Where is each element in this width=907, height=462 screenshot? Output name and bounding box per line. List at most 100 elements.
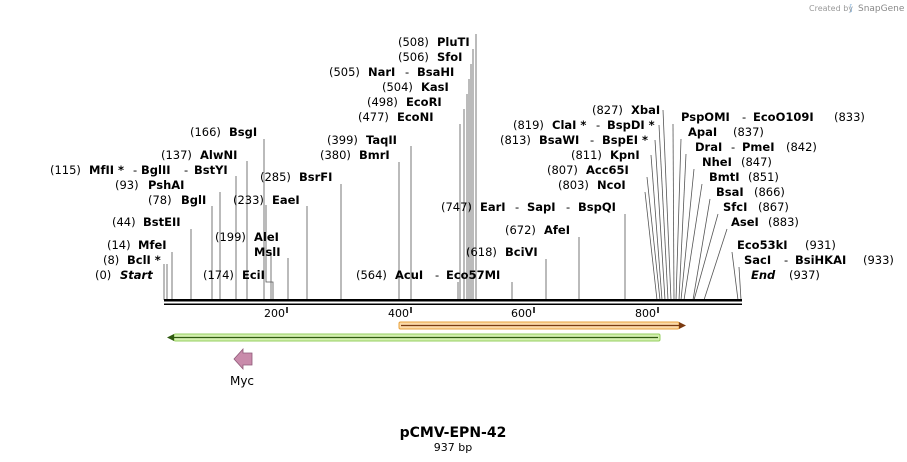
svg-text:Eco53kI: Eco53kI <box>737 238 788 252</box>
svg-text:AleI: AleI <box>254 230 279 244</box>
svg-text:BmtI: BmtI <box>709 170 740 184</box>
svg-text:EcoNI: EcoNI <box>397 110 433 124</box>
svg-text:NcoI: NcoI <box>597 178 626 192</box>
svg-text:(399): (399) <box>327 133 358 147</box>
svg-text:DraI: DraI <box>695 140 722 154</box>
svg-text:(93): (93) <box>115 178 139 192</box>
svg-text:EcoRI: EcoRI <box>406 95 442 109</box>
svg-text:BglI: BglI <box>181 193 206 207</box>
svg-text:-: - <box>784 253 788 267</box>
site-bmri: (380) BmrI <box>320 148 390 162</box>
site-bsrfi: (285) BsrFI <box>260 170 332 184</box>
svg-text:(833): (833) <box>834 110 865 124</box>
svg-text:BspQI: BspQI <box>578 200 616 214</box>
svg-text:(827): (827) <box>592 103 623 117</box>
svg-text:(506): (506) <box>398 50 429 64</box>
site-kpni: (811) KpnI <box>571 148 640 162</box>
site-ecori: (498) EcoRI <box>367 95 442 109</box>
site-taqii: (399) TaqII <box>327 133 397 147</box>
svg-text:NarI: NarI <box>368 65 395 79</box>
svg-text:XbaI: XbaI <box>631 103 660 117</box>
site-saci: SacI - BsiHKAI (933) <box>744 253 894 267</box>
svg-text:-: - <box>184 163 188 177</box>
svg-text:(14): (14) <box>107 238 131 252</box>
svg-text:(847): (847) <box>741 155 772 169</box>
site-pluti: (508) PluTI <box>398 35 470 49</box>
svg-text:SacI: SacI <box>744 253 771 267</box>
site-bgli: (78) BglI <box>148 193 206 207</box>
svg-text:(78): (78) <box>148 193 172 207</box>
plasmid-length: 937 bp <box>434 441 472 454</box>
ruler-tick-label: 800 <box>635 307 656 320</box>
site-bmti: BmtI (851) <box>709 170 779 184</box>
svg-text:(747): (747) <box>441 200 472 214</box>
svg-text:Eco57MI: Eco57MI <box>446 268 500 282</box>
svg-text:(44): (44) <box>112 215 136 229</box>
svg-text:(233): (233) <box>233 193 264 207</box>
svg-text:(199): (199) <box>215 230 246 244</box>
svg-text:KasI: KasI <box>421 80 449 94</box>
svg-text:SfoI: SfoI <box>437 50 462 64</box>
site-sfoi: (506) SfoI <box>398 50 462 64</box>
svg-text:ClaI *: ClaI * <box>552 118 586 132</box>
svg-text:Start: Start <box>120 268 153 282</box>
site-sfci: SfcI (867) <box>723 200 789 214</box>
svg-text:(842): (842) <box>786 140 817 154</box>
svg-text:(137): (137) <box>161 148 192 162</box>
svg-text:EcoO109I: EcoO109I <box>753 110 814 124</box>
svg-text:MfII *: MfII * <box>89 163 124 177</box>
svg-text:(807): (807) <box>547 163 578 177</box>
ruler: 200 400 600 800 <box>264 307 659 320</box>
svg-text:-: - <box>566 200 570 214</box>
site-kasi: (504) KasI <box>382 80 449 94</box>
svg-text:(8): (8) <box>103 253 119 267</box>
site-eari: (747) EarI - SapI - BspQI <box>441 200 616 214</box>
svg-text:(477): (477) <box>358 110 389 124</box>
svg-text:BsrFI: BsrFI <box>299 170 332 184</box>
ruler-tick-label: 200 <box>264 307 285 320</box>
svg-text:SapI: SapI <box>527 200 556 214</box>
svg-text:(672): (672) <box>505 223 536 237</box>
svg-text:PmeI: PmeI <box>742 140 775 154</box>
svg-text:BspEI *: BspEI * <box>602 133 648 147</box>
svg-text:-: - <box>435 268 439 282</box>
svg-text:ApaI: ApaI <box>688 125 717 139</box>
svg-text:(933): (933) <box>863 253 894 267</box>
svg-text:EarI: EarI <box>480 200 506 214</box>
site-apai: ApaI (837) <box>688 125 764 139</box>
svg-text:BsaHI: BsaHI <box>417 65 454 79</box>
svg-text:(883): (883) <box>768 215 799 229</box>
svg-text:BstYI: BstYI <box>194 163 228 177</box>
feature-green-arrow <box>167 333 661 342</box>
site-pspomi: PspOMI - EcoO109I (833) <box>681 110 865 124</box>
svg-text:AcuI: AcuI <box>395 268 423 282</box>
svg-text:BglII: BglII <box>141 163 171 177</box>
svg-text:AseI: AseI <box>731 215 759 229</box>
svg-text:BsiHKAI: BsiHKAI <box>795 253 846 267</box>
svg-text:(174): (174) <box>203 268 234 282</box>
svg-text:BciVI: BciVI <box>505 245 538 259</box>
plasmid-name: pCMV-EPN-42 <box>400 425 507 441</box>
svg-text:(866): (866) <box>754 185 785 199</box>
dna-backbone <box>164 299 742 305</box>
site-mfei: (14) MfeI <box>107 238 167 252</box>
svg-text:TaqII: TaqII <box>366 133 397 147</box>
svg-text:-: - <box>596 118 600 132</box>
site-eaei: (233) EaeI <box>233 193 300 207</box>
svg-text:PluTI: PluTI <box>437 35 470 49</box>
site-mfli: (115) MfII * - BglII - BstYI <box>50 163 228 177</box>
svg-text:(285): (285) <box>260 170 291 184</box>
svg-text:(508): (508) <box>398 35 429 49</box>
site-leader-lines <box>163 34 742 301</box>
svg-text:(931): (931) <box>805 238 836 252</box>
svg-text:BsgI: BsgI <box>229 125 257 139</box>
svg-text:(504): (504) <box>382 80 413 94</box>
site-clai: (819) ClaI * - BspDI * <box>513 118 655 132</box>
myc-arrow-icon <box>233 347 253 371</box>
svg-text:(498): (498) <box>367 95 398 109</box>
site-bsai: BsaI (866) <box>716 185 785 199</box>
svg-text:AfeI: AfeI <box>544 223 570 237</box>
svg-text:AlwNI: AlwNI <box>200 148 237 162</box>
site-bcivi: (618) BciVI <box>466 245 538 259</box>
